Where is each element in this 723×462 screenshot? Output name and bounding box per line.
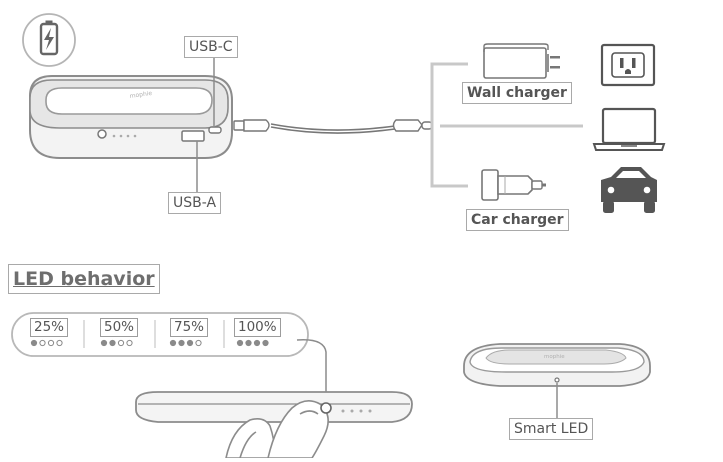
led-dot-unlit — [39, 339, 46, 347]
laptop-icon — [592, 107, 666, 151]
led-dot-group — [30, 339, 269, 347]
led-level-label-50: 50% — [100, 318, 139, 337]
led-dot-unlit — [47, 339, 55, 347]
led-level-label-100: 100% — [234, 318, 281, 337]
led-dot-unlit — [195, 339, 202, 347]
wall-charger-icon — [483, 43, 560, 79]
power-outlet-icon — [600, 43, 656, 87]
power-bank-side-view — [135, 391, 413, 459]
usb-cable — [233, 119, 433, 134]
power-bank-device: mophie — [29, 75, 233, 159]
led-dot-lit — [186, 339, 194, 347]
led-dot-lit — [109, 339, 116, 347]
led-dot-lit — [169, 339, 177, 347]
car-charger-icon — [481, 169, 546, 201]
led-pointer-line — [296, 339, 327, 404]
wall-charger-label: Wall charger — [462, 82, 572, 104]
led-dot-unlit — [56, 339, 63, 347]
led-behavior-title: LED behavior — [8, 264, 160, 294]
led-dot-lit — [245, 339, 252, 347]
usb-a-label: USB-A — [168, 192, 222, 214]
led-dot-lit — [100, 339, 108, 347]
usb-c-label: USB-C — [184, 36, 238, 58]
led-dot-lit — [30, 339, 38, 347]
wireless-charging-pad: mophie — [463, 343, 651, 387]
led-dot-unlit — [117, 339, 125, 347]
led-dot-lit — [178, 339, 185, 347]
led-level-label-25: 25% — [30, 318, 69, 337]
hand-illustration — [225, 400, 329, 459]
brand-mark-top: mophie — [129, 90, 153, 100]
connection-lines — [430, 62, 583, 188]
led-dot-lit — [236, 339, 244, 347]
car-charger-label: Car charger — [466, 209, 569, 231]
led-dot-unlit — [126, 339, 133, 347]
battery-charge-icon — [22, 13, 76, 67]
led-dot-lit — [253, 339, 261, 347]
car-icon — [601, 167, 657, 213]
smart-led-label: Smart LED — [509, 418, 594, 440]
led-dot-lit — [262, 339, 269, 347]
led-level-label-75: 75% — [170, 318, 209, 337]
smart-led-indicator — [554, 377, 560, 383]
brand-mark-pad: mophie — [544, 354, 565, 360]
